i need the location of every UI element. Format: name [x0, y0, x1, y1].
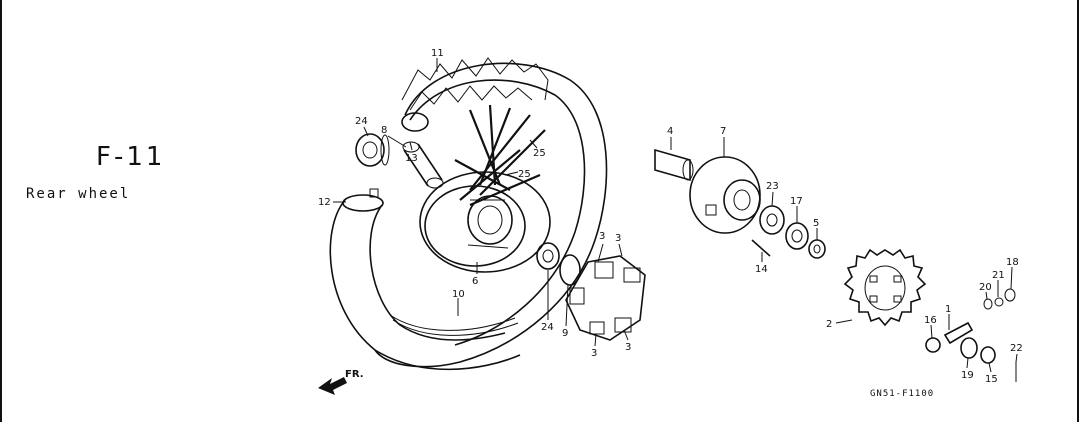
- bearing-lower: [536, 242, 560, 270]
- spokes: [454, 104, 546, 207]
- front-direction-label: FR.: [345, 369, 364, 380]
- front-direction-arrow: FR.: [318, 369, 364, 395]
- callout-17: 17: [790, 196, 803, 207]
- rim-band: [389, 314, 516, 331]
- tire: [374, 57, 608, 368]
- o-ring: [559, 254, 581, 286]
- callout-15: 15: [985, 374, 998, 385]
- callout-14: 14: [755, 264, 768, 275]
- callout-11: 11: [431, 48, 444, 59]
- figure-code: F-11: [96, 142, 166, 172]
- callout-9: 9: [562, 328, 568, 339]
- callout-23: 23: [766, 181, 779, 192]
- stud-bolt: [751, 239, 771, 257]
- inner-tube: [329, 188, 521, 371]
- callout-25-lower: 25: [518, 169, 531, 180]
- flange-collar: [808, 239, 826, 259]
- figure-title: Rear wheel: [26, 186, 131, 202]
- callout-5: 5: [813, 218, 819, 229]
- callout-3-top-left: 3: [599, 231, 605, 242]
- callout-21: 21: [992, 270, 1005, 281]
- callout-10: 10: [452, 289, 465, 300]
- drawing-code: GN51-F1100: [870, 389, 935, 399]
- callout-8: 8: [381, 125, 387, 136]
- callout-22: 22: [1010, 343, 1023, 354]
- callout-20: 20: [979, 282, 992, 293]
- callout-2: 2: [826, 319, 832, 330]
- callout-25-upper: 25: [533, 148, 546, 159]
- callout-labels: 11 24 8 13 25 25 12 6 10 24 9 3 3 3 3 4 …: [318, 48, 1023, 385]
- flange-bearing: [759, 205, 785, 235]
- left-border: [0, 0, 2, 422]
- callout-3-bottom-right: 3: [625, 342, 631, 353]
- callout-6: 6: [472, 276, 478, 287]
- callout-24-upper: 24: [355, 116, 368, 127]
- callout-16: 16: [924, 315, 937, 326]
- flange-collar-inner: [813, 244, 821, 254]
- final-driven-sprocket: [843, 248, 927, 327]
- rear-axle: [654, 148, 694, 182]
- distance-collar: [402, 141, 444, 189]
- oil-seal: [785, 222, 809, 250]
- bearing-upper: [355, 133, 390, 167]
- driven-flange: [689, 156, 761, 234]
- leader-lines: [333, 58, 1018, 373]
- callout-18: 18: [1006, 257, 1019, 268]
- callout-7: 7: [720, 126, 726, 137]
- callout-19: 19: [961, 370, 974, 381]
- callout-12: 12: [318, 197, 331, 208]
- callout-3-bottom-left: 3: [591, 348, 597, 359]
- callout-4: 4: [667, 126, 673, 137]
- oil-seal-inner: [791, 229, 803, 243]
- rim-band-edge: [392, 319, 519, 336]
- chain-adjuster-parts: [925, 288, 1017, 382]
- callout-13: 13: [405, 153, 418, 164]
- wheel-damper: [565, 255, 646, 341]
- callout-24-lower: 24: [541, 322, 554, 333]
- callout-3-top-right: 3: [615, 233, 621, 244]
- right-border: [1077, 0, 1079, 422]
- callout-1: 1: [945, 304, 951, 315]
